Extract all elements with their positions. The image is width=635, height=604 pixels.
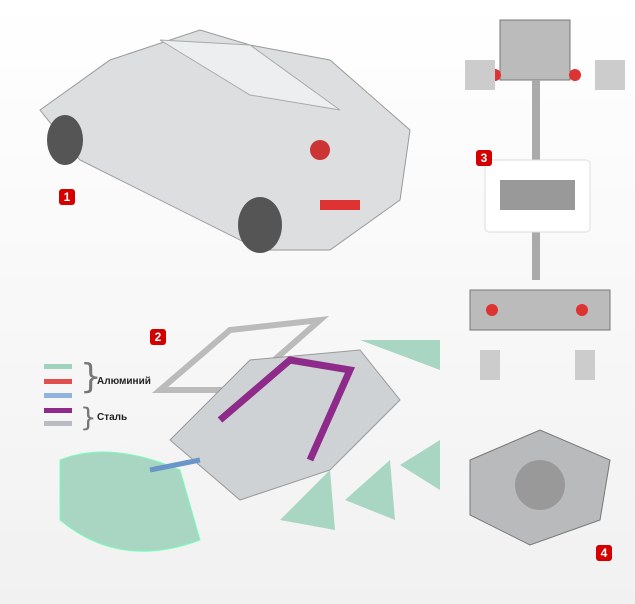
car-illustration (39, 29, 411, 253)
legend-brace-icon: } (80, 357, 102, 397)
badge-3: 3 (476, 150, 492, 166)
legend-brace-icon: } (80, 403, 97, 433)
legend-swatch-green (44, 364, 72, 369)
legend-swatch-purple (44, 408, 72, 413)
suspension-illustration (465, 19, 625, 380)
badge-4: 4 (596, 545, 612, 561)
differential-illustration (469, 429, 611, 546)
legend-swatch-blue (44, 393, 72, 398)
legend-label-aluminium: Алюминий (97, 376, 151, 387)
legend-swatch-gray (44, 421, 72, 426)
legend-swatch-red (44, 379, 72, 384)
badge-1: 1 (59, 189, 75, 205)
body-frame-illustration (59, 315, 440, 552)
legend-label-steel: Сталь (97, 412, 128, 423)
badge-2: 2 (150, 329, 166, 345)
